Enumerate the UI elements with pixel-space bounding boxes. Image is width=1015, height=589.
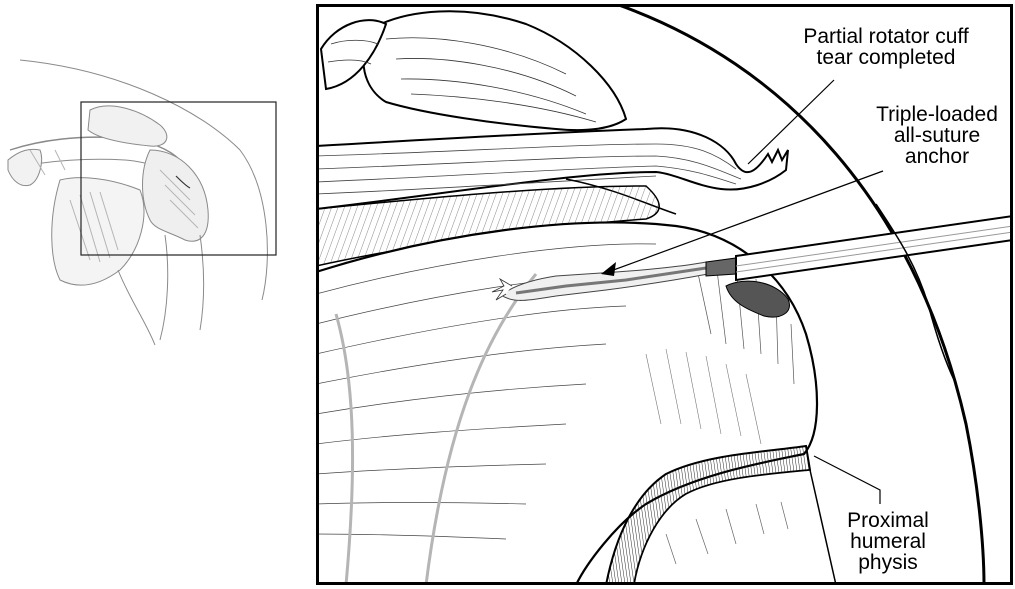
- label-line: Partial rotator cuff: [770, 26, 1002, 47]
- leader-cuff-tear: [748, 80, 834, 164]
- shoulder-overview-illustration: [0, 0, 300, 589]
- leader-physis: [814, 456, 880, 504]
- rotator-cuff-repair-illustration: [316, 4, 1013, 585]
- label-line: Proximal: [838, 510, 938, 531]
- label-suture-anchor: Triple-loaded all-suture anchor: [862, 104, 1012, 167]
- label-line: anchor: [862, 146, 1012, 167]
- label-line: all-suture: [862, 125, 1012, 146]
- label-line: physis: [838, 552, 938, 573]
- acromion: [321, 11, 626, 130]
- anchor-inserter: [706, 216, 1013, 280]
- label-line: humeral: [838, 531, 938, 552]
- label-partial-rotator-cuff-tear: Partial rotator cuff tear completed: [770, 26, 1002, 68]
- label-proximal-humeral-physis: Proximal humeral physis: [838, 510, 938, 573]
- label-line: tear completed: [770, 47, 1002, 68]
- label-line: Triple-loaded: [862, 104, 1012, 125]
